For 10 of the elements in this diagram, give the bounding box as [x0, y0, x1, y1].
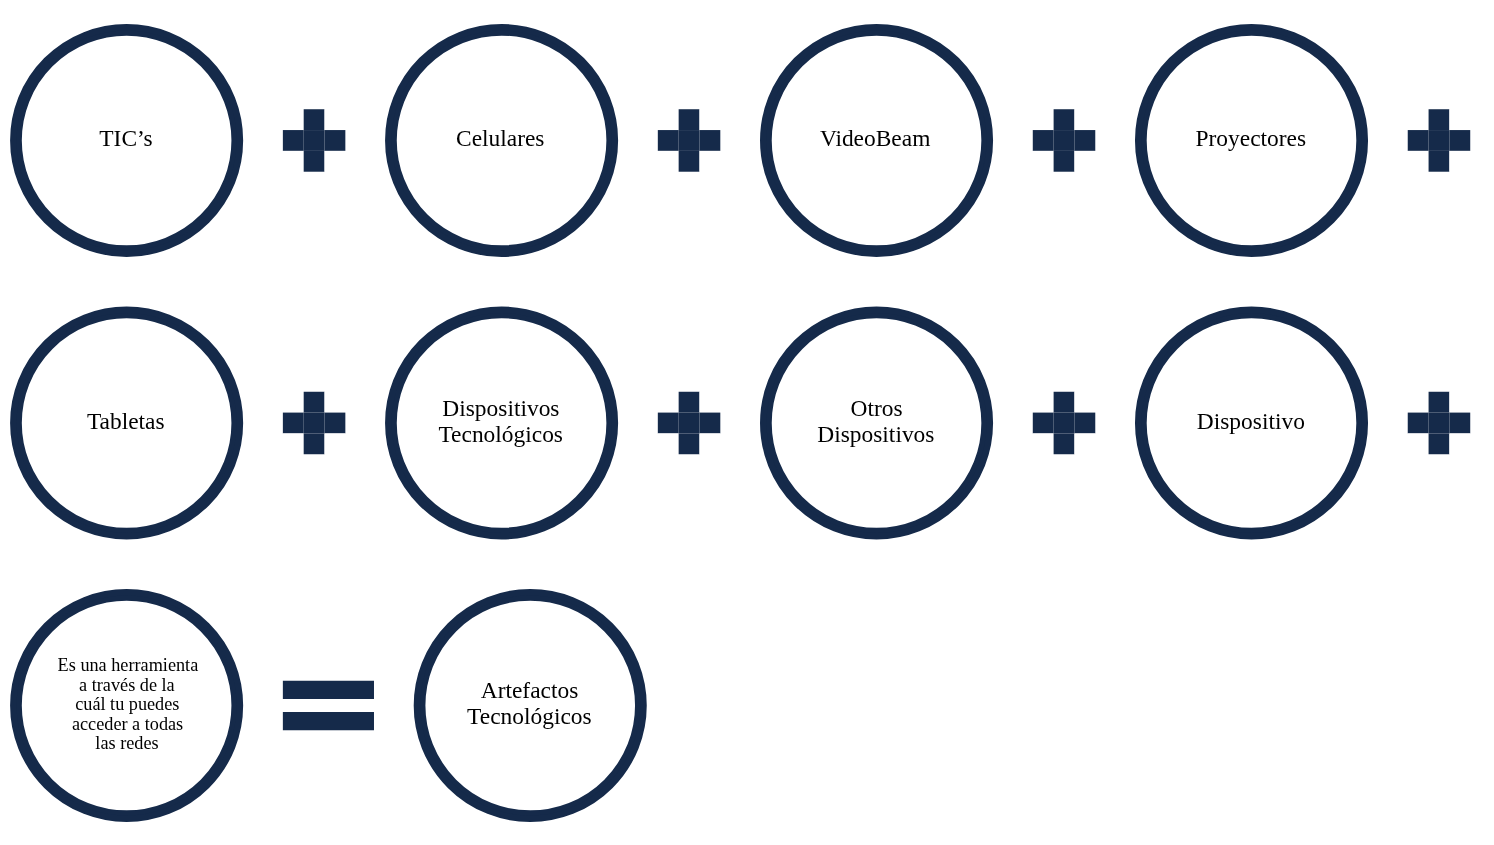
node-circle: Dispositivo: [1135, 305, 1369, 540]
node-circle: Otros Dispositivos: [760, 305, 994, 540]
node-circle: Artefactos Tecnológicos: [413, 588, 647, 822]
node-circle: Dispositivos Tecnológicos: [385, 305, 619, 540]
node-circle: Proyectores: [1135, 23, 1369, 257]
node-circle: Es una herramienta a través de la cuál tu puedes acceder a todas las redes: [10, 588, 244, 822]
node-circle: TIC’s: [10, 23, 244, 257]
node-circle: Tabletas: [10, 305, 244, 540]
node-circle: Celulares: [385, 23, 619, 257]
node-circle: VideoBeam: [760, 23, 994, 257]
